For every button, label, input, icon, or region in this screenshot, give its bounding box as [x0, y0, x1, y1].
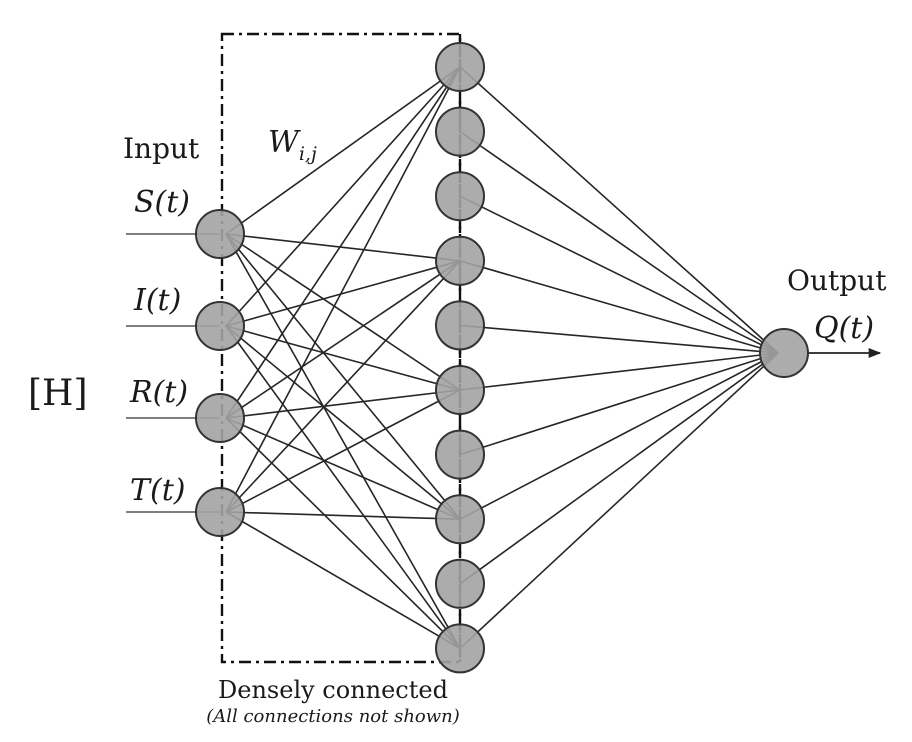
input-hidden-edge — [225, 417, 461, 520]
connections — [225, 66, 779, 650]
hidden-node — [435, 235, 485, 286]
hidden-output-edge — [459, 324, 779, 354]
input-hidden-edge — [225, 511, 461, 650]
hidden-node — [435, 300, 485, 351]
hidden-output-edge — [459, 195, 779, 354]
dense-note: (All connections not shown) — [206, 706, 460, 727]
dense-caption: Densely connected — [218, 676, 448, 704]
input-label-r: R(t) — [129, 375, 188, 410]
input-hidden-edge — [225, 233, 461, 649]
dense-region-box — [220, 32, 462, 664]
hidden-node — [435, 171, 485, 222]
panel-label: [H] — [28, 373, 87, 414]
input-node — [195, 487, 245, 537]
input-hidden-edge — [225, 233, 461, 391]
hidden-output-edge — [459, 66, 779, 354]
input-node — [195, 393, 245, 443]
hidden-node — [435, 623, 485, 674]
weights-symbol: W — [268, 125, 301, 160]
hidden-node — [435, 42, 485, 92]
input-hidden-edge — [225, 389, 461, 513]
hidden-output-edge — [459, 352, 779, 520]
hidden-node — [435, 558, 485, 609]
weights-label: Wi,j — [268, 125, 317, 165]
input-hidden-edge — [225, 325, 461, 649]
input-hidden-edge — [225, 233, 461, 520]
hidden-output-edge — [459, 260, 779, 354]
hidden-node — [435, 429, 485, 480]
input-node — [195, 301, 245, 351]
input-hidden-edge — [225, 260, 461, 327]
input-heading: Input — [123, 132, 200, 165]
hidden-output-edge — [459, 352, 779, 456]
input-hidden-edge — [225, 417, 461, 649]
nodes — [195, 42, 809, 674]
input-hidden-edge — [225, 260, 461, 513]
hidden-output-edge — [459, 352, 779, 585]
hidden-output-edge — [459, 352, 779, 649]
input-hidden-edge — [225, 325, 461, 520]
input-hidden-edge — [225, 389, 461, 419]
input-hidden-edge — [225, 66, 461, 419]
input-hidden-edge — [225, 233, 461, 262]
hidden-output-edge — [459, 352, 779, 391]
output-heading: Output — [787, 264, 887, 297]
input-hidden-edge — [225, 260, 461, 419]
hidden-node — [435, 494, 485, 545]
hidden-node — [435, 106, 485, 157]
input-hidden-edge — [225, 66, 461, 327]
hidden-node — [435, 365, 485, 415]
input-label-i: I(t) — [133, 283, 181, 318]
input-hidden-edge — [225, 66, 461, 513]
input-node — [195, 209, 245, 259]
output-node — [759, 328, 809, 378]
weights-subscript: i,j — [299, 143, 317, 165]
input-lines — [126, 233, 220, 513]
input-label-t: T(t) — [130, 473, 185, 508]
input-hidden-edge — [225, 66, 461, 235]
input-hidden-edge — [225, 511, 461, 520]
output-variable: Q(t) — [814, 311, 874, 346]
input-label-s: S(t) — [134, 185, 190, 220]
input-hidden-edge — [225, 325, 461, 391]
hidden-output-edge — [459, 130, 779, 354]
